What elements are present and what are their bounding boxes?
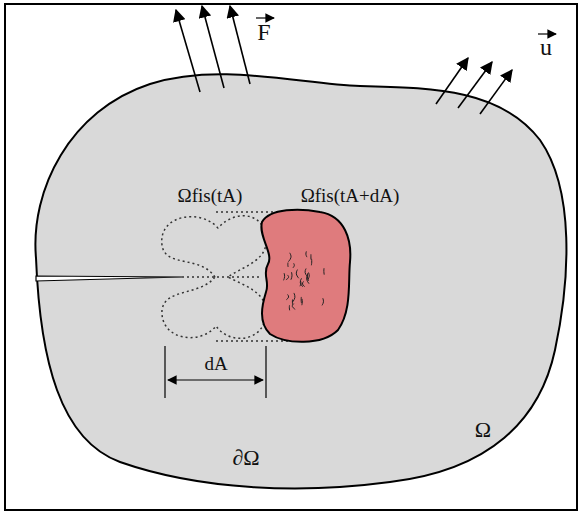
previous-process-zone: [162, 216, 266, 339]
fracture-process-zone: [261, 210, 350, 342]
micro-crack: [288, 253, 291, 262]
displacement-arrows: [436, 58, 512, 114]
micro-crack: [284, 273, 285, 280]
vector-overbars: [256, 18, 556, 34]
micro-crack: [293, 263, 294, 268]
micro-crack: [307, 275, 309, 284]
domain-label: Ω: [475, 418, 491, 442]
micro-crack: [292, 304, 295, 310]
micro-crack: [301, 299, 303, 305]
micro-crack: [293, 293, 295, 302]
micro-crack: [323, 268, 324, 274]
displacement-label: u: [540, 34, 552, 60]
increment-label: dA: [204, 354, 227, 375]
micro-crack: [302, 281, 304, 286]
micro-crack: [307, 273, 308, 281]
micro-crack: [306, 251, 307, 257]
previous-zone-label: Ωfis(tA): [178, 186, 243, 207]
micro-crack: [296, 270, 298, 279]
micro-crack: [305, 269, 307, 277]
crack-notch: [36, 276, 182, 281]
solid-body: [35, 74, 566, 488]
da-dimension: [165, 346, 266, 398]
micro-crack: [311, 259, 312, 265]
frame: [5, 4, 577, 510]
micro-crack: [300, 278, 302, 286]
boundary-label: ∂Ω: [232, 446, 259, 470]
micro-crack: [322, 298, 323, 305]
force-label: F: [257, 19, 270, 45]
micro-crack: [286, 275, 289, 280]
micro-crack: [287, 263, 288, 267]
force-arrows: [176, 6, 250, 92]
micro-crack: [289, 305, 290, 310]
micro-cracks: [284, 251, 325, 310]
micro-crack: [300, 281, 301, 286]
micro-crack: [308, 272, 310, 279]
current-zone-label: Ωfis(tA+dA): [301, 186, 400, 207]
micro-crack: [310, 254, 311, 259]
micro-crack: [291, 272, 292, 280]
micro-crack: [286, 294, 288, 299]
